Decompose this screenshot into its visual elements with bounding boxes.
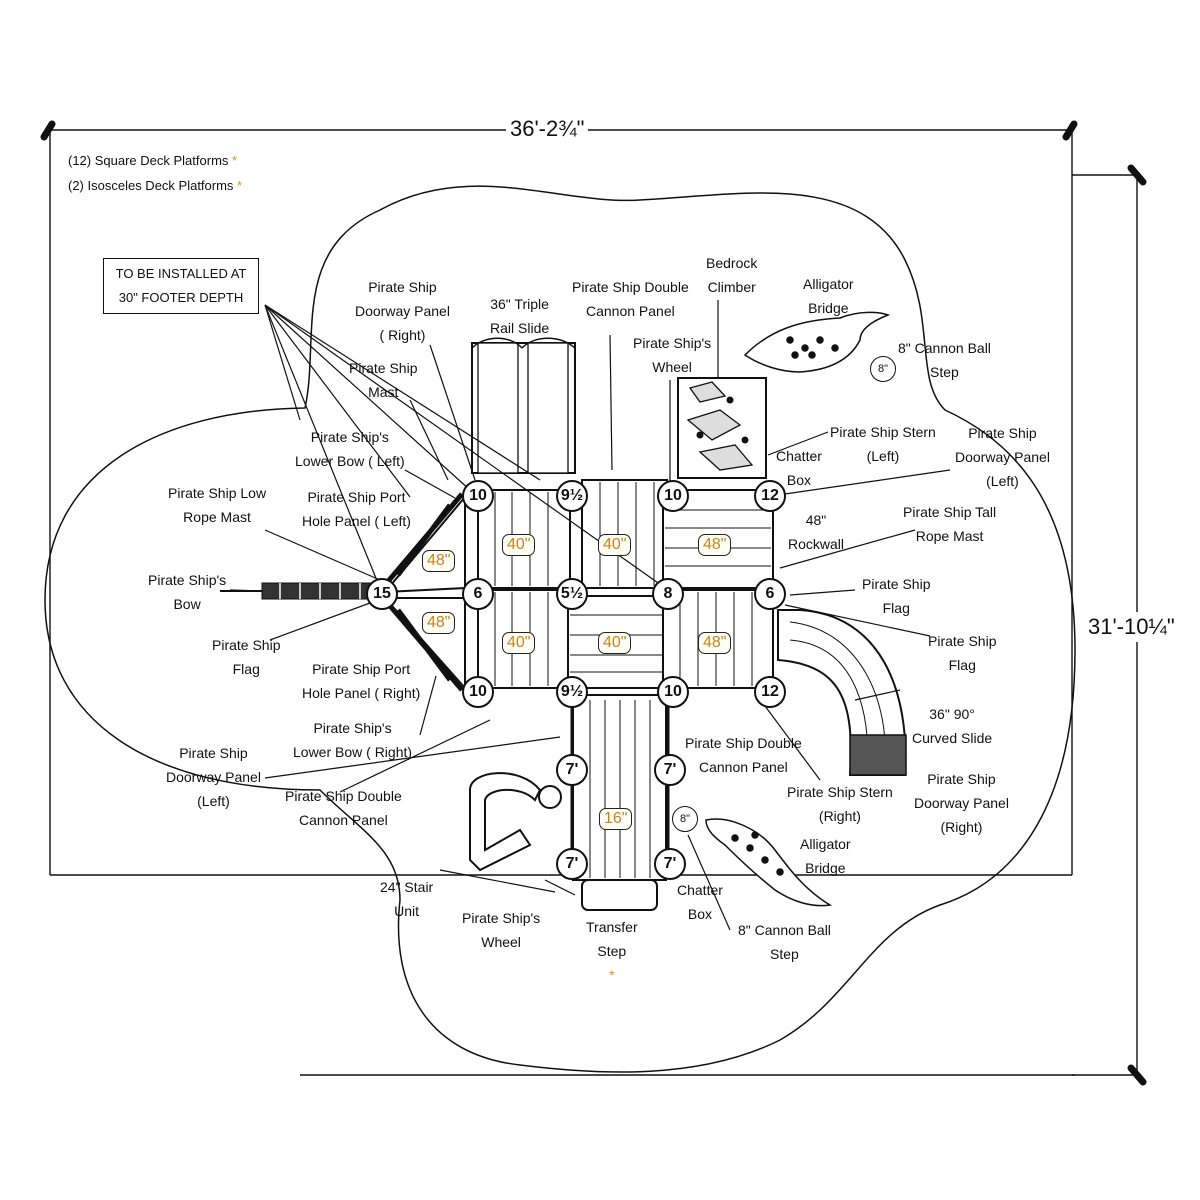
cannon-ball-step-icon: 8" [870,356,896,382]
deck-height-marker: 10 [462,676,494,708]
deck-height-marker: 10 [657,676,689,708]
cannon-ball-step-icon: 8" [672,806,698,832]
deck-size-label: 48" [698,632,732,654]
bowsprit [220,582,381,600]
deck-height-marker: 9½ [556,480,588,512]
use-zone-outline [44,185,1076,1073]
deck-size-label: 40" [502,632,536,654]
deck-height-marker: 15 [366,578,398,610]
label-curved-slide: 36" 90°Curved Slide [912,706,993,746]
legend-item: (2) Isosceles Deck Platforms * [68,178,243,193]
bedrock-climber [677,377,767,479]
overall-height-dimension: 31'-10¼" [1086,612,1177,642]
deck-size-label: 40" [598,534,632,556]
triple-rail-slide [471,337,576,474]
accessibility-symbol-icon [469,772,562,872]
label-rockwall: 48"Rockwall [788,512,845,552]
deck-size-label: 16" [599,808,633,830]
alligator-bridge-top [743,311,891,373]
label-ship-stern-left: Pirate Ship Stern(Left) [830,424,936,464]
deck-height-marker: 7' [654,754,686,786]
footer-depth-note: TO BE INSTALLED AT 30" FOOTER DEPTH [103,258,259,314]
deck-height-marker: 5½ [556,578,588,610]
deck-height-marker: 12 [754,676,786,708]
asterisk-icon: * [232,153,238,168]
deck-height-marker: 8 [652,578,684,610]
deck-height-marker: 10 [657,480,689,512]
deck-size-label: 48" [422,550,456,572]
overall-width-dimension: 36'-2¾" [506,116,589,142]
alligator-bridge-bottom [705,818,833,907]
deck-height-marker: 6 [462,578,494,610]
legend-item: (12) Square Deck Platforms * [68,153,238,168]
deck-height-marker: 9½ [556,676,588,708]
curved-90-slide [777,609,907,776]
deck-height-marker: 10 [462,480,494,512]
dimension-ticks [40,120,1147,1086]
asterisk-icon: * [237,178,243,193]
deck-height-marker: 7' [556,848,588,880]
deck-platform-legend: (12) Square Deck Platforms * (2) Isoscel… [68,148,242,198]
deck-size-label: 40" [502,534,536,556]
label-ship-stern-right: Pirate Ship Stern(Right) [787,784,893,824]
note-line: 30" FOOTER DEPTH [118,290,244,305]
deck-size-label: 48" [698,534,732,556]
deck-size-label: 48" [422,612,456,634]
deck-height-marker: 6 [754,578,786,610]
deck-height-marker: 7' [654,848,686,880]
deck-height-marker: 7' [556,754,588,786]
note-line: TO BE INSTALLED AT [115,266,247,281]
deck-size-label: 40" [598,632,632,654]
deck-height-marker: 12 [754,480,786,512]
asterisk-icon: * [609,967,615,983]
